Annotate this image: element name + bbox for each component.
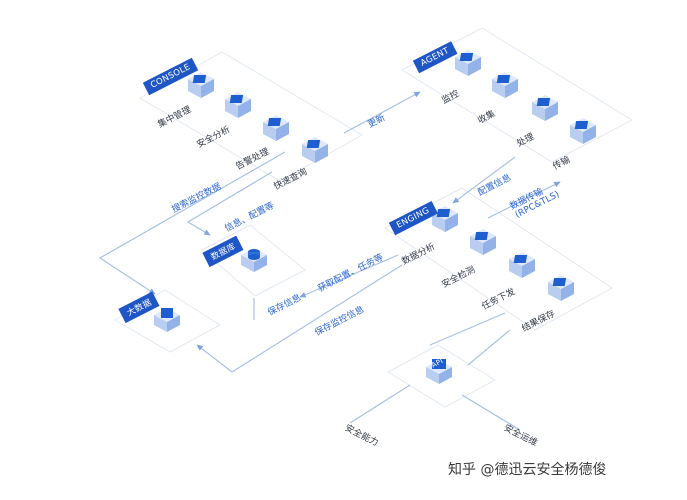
cube-face-icon — [306, 140, 321, 148]
flow-api-engine-2 — [467, 329, 511, 366]
console-cube-2 — [223, 90, 253, 120]
flow-api-ops — [461, 394, 521, 431]
cube-face-icon — [536, 98, 551, 106]
cube-face-icon — [574, 121, 589, 129]
engine-cube-2 — [468, 227, 498, 257]
agent-cube-1 — [453, 48, 483, 78]
api-cube-icon — [424, 356, 454, 386]
cube-face-icon — [459, 53, 474, 61]
flow-console-database — [186, 171, 273, 236]
flow-api-capability — [349, 384, 411, 424]
cube-face-icon — [496, 75, 511, 83]
engine-cube-1 — [430, 204, 460, 234]
console-cube-1 — [186, 70, 216, 100]
engine-cube-3 — [507, 250, 537, 280]
cube-face-icon — [192, 75, 207, 83]
cube-face-icon — [229, 95, 244, 103]
flow-engine-agent-data — [487, 181, 561, 219]
flow-api-engine — [429, 312, 506, 346]
console-cube-4 — [300, 135, 330, 165]
database-cylinder-icon — [239, 244, 269, 274]
flow-engine-database — [299, 254, 399, 298]
agent-cube-4 — [568, 116, 598, 146]
cube-face-icon — [513, 255, 528, 263]
console-cube-3 — [261, 113, 291, 143]
flow-agent-engine-config — [452, 156, 516, 204]
engine-cube-4 — [546, 273, 576, 303]
cube-face-icon — [552, 278, 567, 286]
watermark: 知乎 @德迅云安全杨德俊 — [448, 462, 607, 478]
bigdata-cube-icon — [152, 304, 182, 334]
agent-cube-2 — [490, 70, 520, 100]
cube-face-icon — [267, 118, 282, 126]
agent-cube-3 — [530, 93, 560, 123]
flow-engine-bigdata — [196, 264, 403, 373]
flow-console-bigdata — [98, 151, 286, 295]
cube-face-icon — [436, 209, 451, 217]
cube-face-icon — [474, 232, 489, 240]
flow-console-agent — [343, 91, 421, 134]
